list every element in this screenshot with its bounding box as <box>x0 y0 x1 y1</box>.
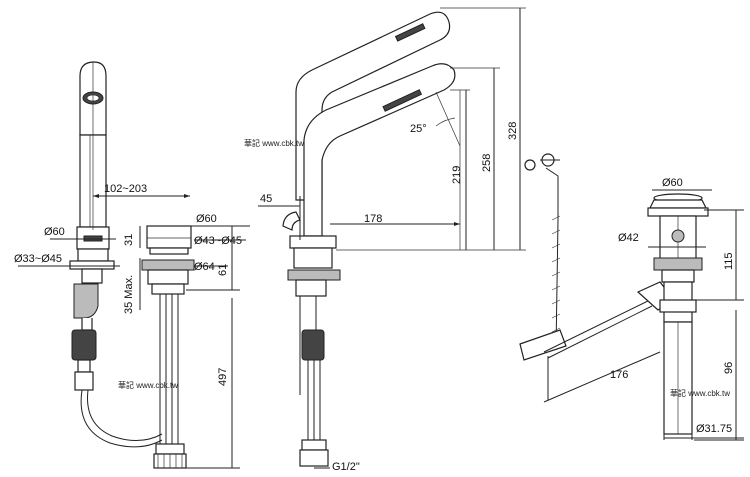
dim-nut-height: 61 <box>217 264 229 276</box>
dim-cap-diameter: Ø60 <box>662 177 683 189</box>
drain-rod-view <box>519 153 661 403</box>
dim-height-219: 219 <box>451 166 463 184</box>
dim-height-115: 115 <box>723 252 735 270</box>
dim-nut-diameter: Ø64 <box>194 261 215 273</box>
dim-deck-diameter-left: Ø60 <box>44 226 65 238</box>
dim-top-diameter: Ø60 <box>196 213 217 225</box>
dim-thickness: 31 <box>123 234 135 246</box>
dim-rod-length: 176 <box>610 369 628 381</box>
faucet-section-view <box>139 225 250 469</box>
dim-thread: G1/2" <box>332 461 360 473</box>
watermark-left: 華記 www.cbk.tw <box>118 380 178 390</box>
dim-max-deck: 35 Max. <box>123 275 135 314</box>
drain-view <box>636 189 744 441</box>
watermark-middle: 華記 www.cbk.tw <box>244 138 304 148</box>
dimension-labels: 102~203 Ø60 Ø33~Ø45 31 35 Max. Ø60 Ø43~Ø… <box>14 122 735 473</box>
dim-body-diameter: Ø42 <box>618 232 639 244</box>
faucet-side-view <box>18 61 190 448</box>
dim-height-328: 328 <box>507 122 519 140</box>
watermark-right: 華記 www.cbk.tw <box>670 388 730 398</box>
faucet-front-view <box>258 7 526 469</box>
dim-height-96: 96 <box>723 362 735 374</box>
dim-pipe-diameter: Ø31.75 <box>696 423 732 435</box>
dim-offset: 45 <box>260 193 272 205</box>
dim-reach-range: 102~203 <box>104 183 147 195</box>
dim-height-258: 258 <box>481 154 493 172</box>
dim-hole-range: Ø33~Ø45 <box>14 253 62 265</box>
dim-angle: 25° <box>410 123 427 135</box>
dim-hole-diameter: Ø43~Ø45 <box>194 235 242 247</box>
dim-reach: 178 <box>364 213 382 225</box>
dim-total-length: 497 <box>217 368 229 386</box>
